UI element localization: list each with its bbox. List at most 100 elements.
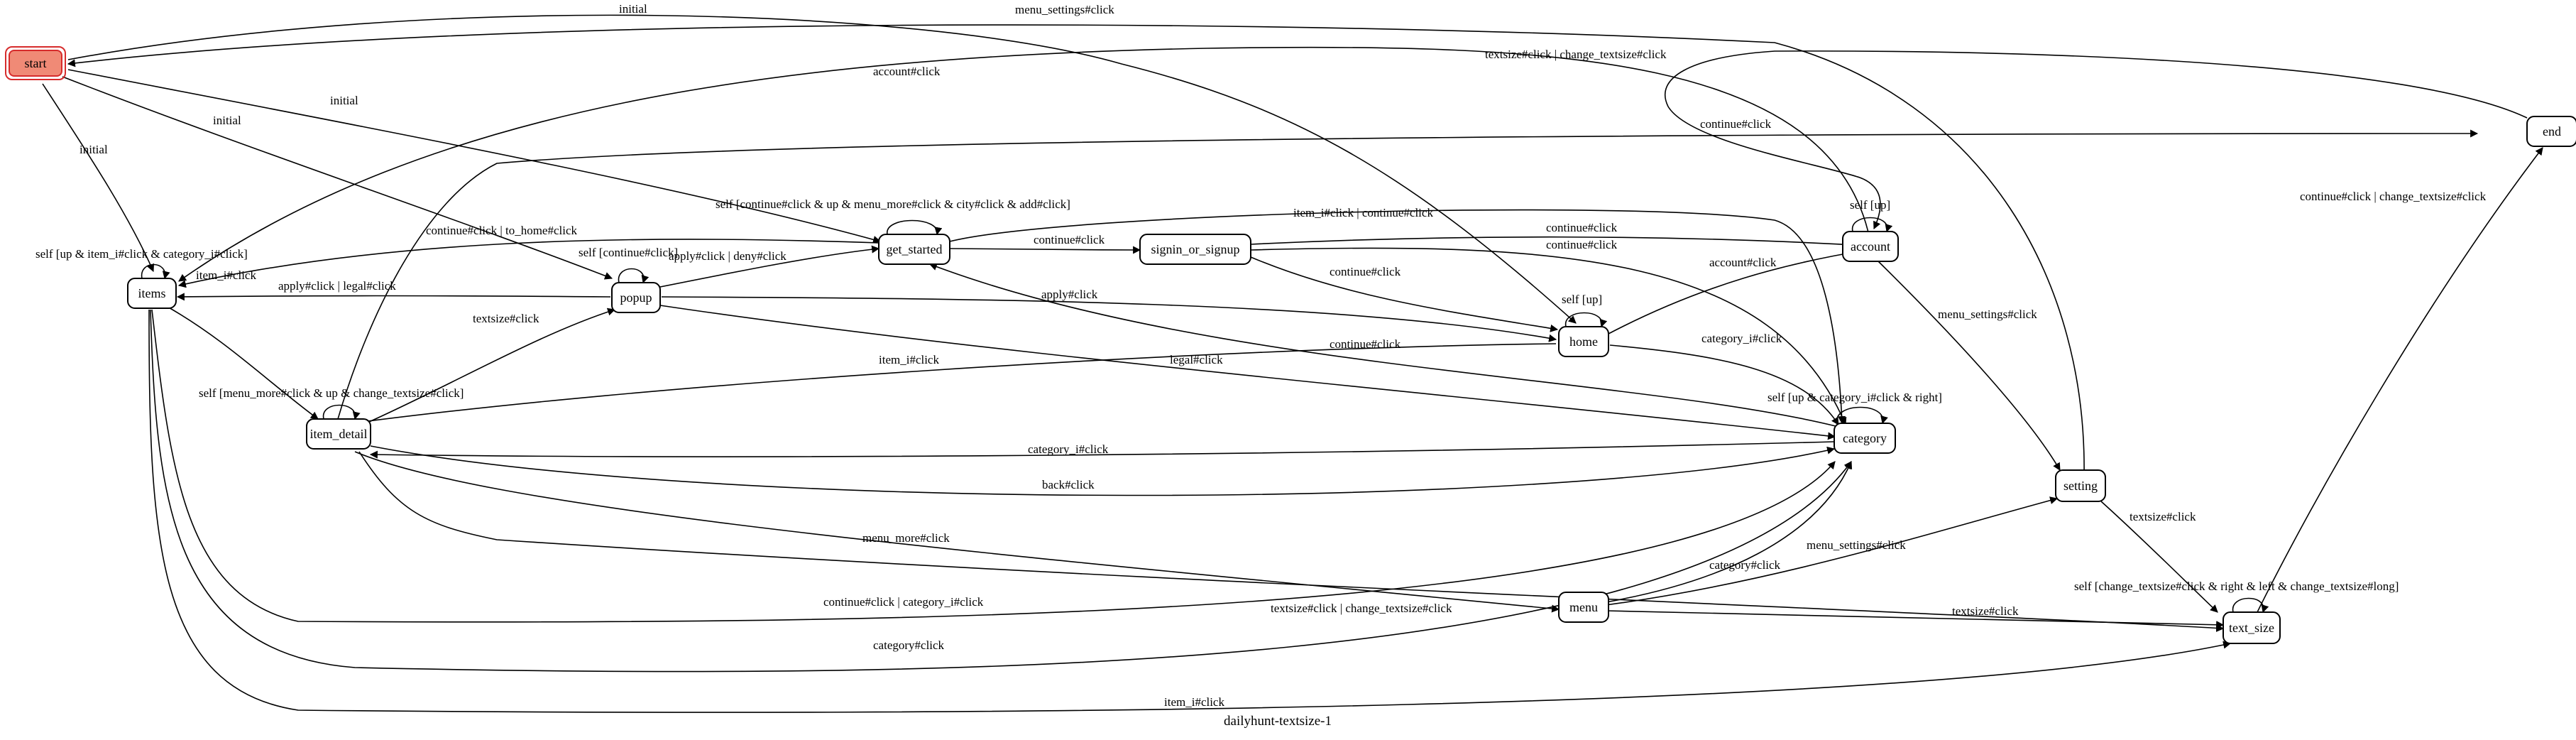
edge-label-item-detail-text-size: textsize#click | change_textsize#click xyxy=(1271,602,1452,615)
edge-label-menu-setting: menu_settings#click xyxy=(1807,538,1906,552)
edge-start-home: initial xyxy=(67,2,1577,324)
edge-category-self: self [up & category_i#click & right] xyxy=(1767,391,1942,425)
edge-label-item-detail-self: self [menu_more#click & up & change_text… xyxy=(199,386,464,400)
edge-label-setting-start: menu_settings#click xyxy=(1015,3,1114,16)
edge-item-detail-menu: menu_more#click xyxy=(354,451,1560,613)
edge-label-get-started-signin: continue#click xyxy=(1034,233,1105,246)
edge-label-category-get-started: continue#click xyxy=(1330,337,1401,351)
edge-label-home-category: category_i#click xyxy=(1701,332,1782,345)
edge-popup-items: apply#click | legal#click xyxy=(176,279,611,301)
edge-label-item-detail-menu: menu_more#click xyxy=(862,531,950,545)
edge-label-text-size-end: continue#click | change_textsize#click xyxy=(2300,190,2487,203)
edge-label-category-item-detail: category_i#click xyxy=(1028,442,1109,456)
edge-items-text-size: item_i#click xyxy=(148,309,2232,713)
edge-popup-category: legal#click xyxy=(659,305,1836,440)
edge-label-popup-home: apply#click xyxy=(1041,288,1098,301)
menu-node-box xyxy=(1558,592,1609,623)
edge-label-item-detail-category: back#click xyxy=(1042,478,1095,491)
node-label-end: end xyxy=(2543,124,2561,138)
home-node-box xyxy=(1558,326,1609,357)
edge-label-item-detail-end: continue#click xyxy=(1700,117,1772,131)
edge-signin-account: continue#click xyxy=(1250,221,1868,249)
node-label-get-started: get_started xyxy=(887,242,943,256)
edge-label-start-home: initial xyxy=(619,2,647,16)
edge-category-item-detail: category_i#click xyxy=(369,441,1835,459)
edge-label-text-size-self: self [change_textsize#click & right & le… xyxy=(2074,580,2399,593)
account-node-box xyxy=(1842,231,1899,262)
edge-label-start-account: textsize#click | change_textsize#click xyxy=(1485,48,1667,61)
edge-popup-home: apply#click xyxy=(661,288,1557,342)
edge-item-detail-category: back#click xyxy=(370,445,1836,496)
edge-label-item-detail-popup: textsize#click xyxy=(473,312,539,325)
item-detail-node-box xyxy=(306,418,371,450)
node-label-menu: menu xyxy=(1569,600,1598,614)
edge-label-items-category-2: category#click xyxy=(873,638,945,652)
edge-label-home-self: self [up] xyxy=(1562,293,1602,306)
node-setting[interactable]: setting xyxy=(2055,469,2106,502)
edge-label-get-started-items: continue#click | to_home#click xyxy=(426,224,578,237)
node-category[interactable]: category xyxy=(1834,423,1896,454)
end-node-box xyxy=(2526,116,2576,147)
edge-menu-category: category#click xyxy=(1605,460,1853,603)
edge-start-get-started: initial xyxy=(67,69,882,244)
edge-popup-get-started: apply#click | deny#click xyxy=(659,245,880,288)
edge-label-items-text-size: item_i#click xyxy=(1164,695,1224,709)
nodes-layer: start items popup get_started signin_or_… xyxy=(5,46,2576,644)
node-start[interactable]: start xyxy=(5,46,66,80)
node-item-detail[interactable]: item_detail xyxy=(306,418,371,450)
popup-node-box xyxy=(611,282,661,313)
edge-items-self: self [up & item_i#click & category_i#cli… xyxy=(35,247,248,280)
node-label-text-size: text_size xyxy=(2229,621,2274,635)
node-get-started[interactable]: get_started xyxy=(878,234,950,265)
node-text-size[interactable]: text_size xyxy=(2223,611,2281,644)
edge-home-item-detail: item_i#click xyxy=(329,343,1557,430)
node-label-signin-or-signup: signin_or_signup xyxy=(1151,242,1239,256)
edges-layer: initial initial initial initial self [up… xyxy=(35,2,2543,713)
edge-label-items-category: continue#click | category_i#click xyxy=(823,595,984,609)
node-label-account: account xyxy=(1851,239,1890,254)
edge-get-started-signin: continue#click xyxy=(949,233,1141,254)
edge-items-category: continue#click | category_i#click xyxy=(151,309,1836,623)
node-account[interactable]: account xyxy=(1842,231,1899,262)
setting-node-box xyxy=(2055,469,2106,502)
edge-item-detail-popup: textsize#click xyxy=(368,308,616,423)
edge-start-items: initial xyxy=(42,83,155,273)
node-label-category: category xyxy=(1843,431,1887,445)
node-menu[interactable]: menu xyxy=(1558,592,1609,623)
node-label-home: home xyxy=(1569,334,1598,349)
edge-label-signin-home: continue#click xyxy=(1330,265,1401,278)
edge-label-start-get-started: initial xyxy=(330,94,358,107)
node-label-items: items xyxy=(138,286,166,300)
edge-label-signin-account: continue#click xyxy=(1546,221,1618,234)
edge-label-account-items: account#click xyxy=(873,65,941,78)
edge-label-start-items: initial xyxy=(80,143,108,156)
edge-home-self: self [up] xyxy=(1562,293,1608,328)
edge-label-signin-category: continue#click xyxy=(1546,238,1618,251)
edge-account-self: self [up] xyxy=(1850,198,1893,233)
node-items[interactable]: items xyxy=(127,278,177,309)
edge-label-menu-text-size: textsize#click xyxy=(1952,604,2019,618)
node-label-start: start xyxy=(25,56,47,70)
node-home[interactable]: home xyxy=(1558,326,1609,357)
node-popup[interactable]: popup xyxy=(611,282,661,313)
edge-label-account-setting: menu_settings#click xyxy=(1938,308,2037,321)
edge-label-category-self: self [up & category_i#click & right] xyxy=(1767,391,1942,404)
get-started-node-box xyxy=(878,234,950,265)
node-end[interactable]: end xyxy=(2526,116,2576,147)
diagram-caption: dailyhunt-textsize-1 xyxy=(1224,714,1332,729)
edge-text-size-self: self [change_textsize#click & right & le… xyxy=(2074,580,2399,614)
edge-item-detail-self: self [menu_more#click & up & change_text… xyxy=(199,386,464,420)
edge-setting-start: menu_settings#click xyxy=(67,3,2085,477)
edge-account-setting: menu_settings#click xyxy=(1873,256,2061,471)
items-node-box xyxy=(127,278,177,309)
start-node-fill xyxy=(9,50,62,77)
node-signin-or-signup[interactable]: signin_or_signup xyxy=(1139,234,1251,265)
edge-signin-category: continue#click xyxy=(1250,238,1847,426)
edge-label-home-item-detail: item_i#click xyxy=(879,353,939,366)
edge-items-category-2: category#click xyxy=(150,309,1852,673)
edge-label-setting-text-size: textsize#click xyxy=(2130,510,2196,523)
edge-label-get-started-category: item_i#click | continue#click xyxy=(1293,206,1433,219)
text-size-node-box xyxy=(2223,611,2281,644)
edge-label-get-started-self: self [continue#click & up & menu_more#cl… xyxy=(716,197,1070,211)
